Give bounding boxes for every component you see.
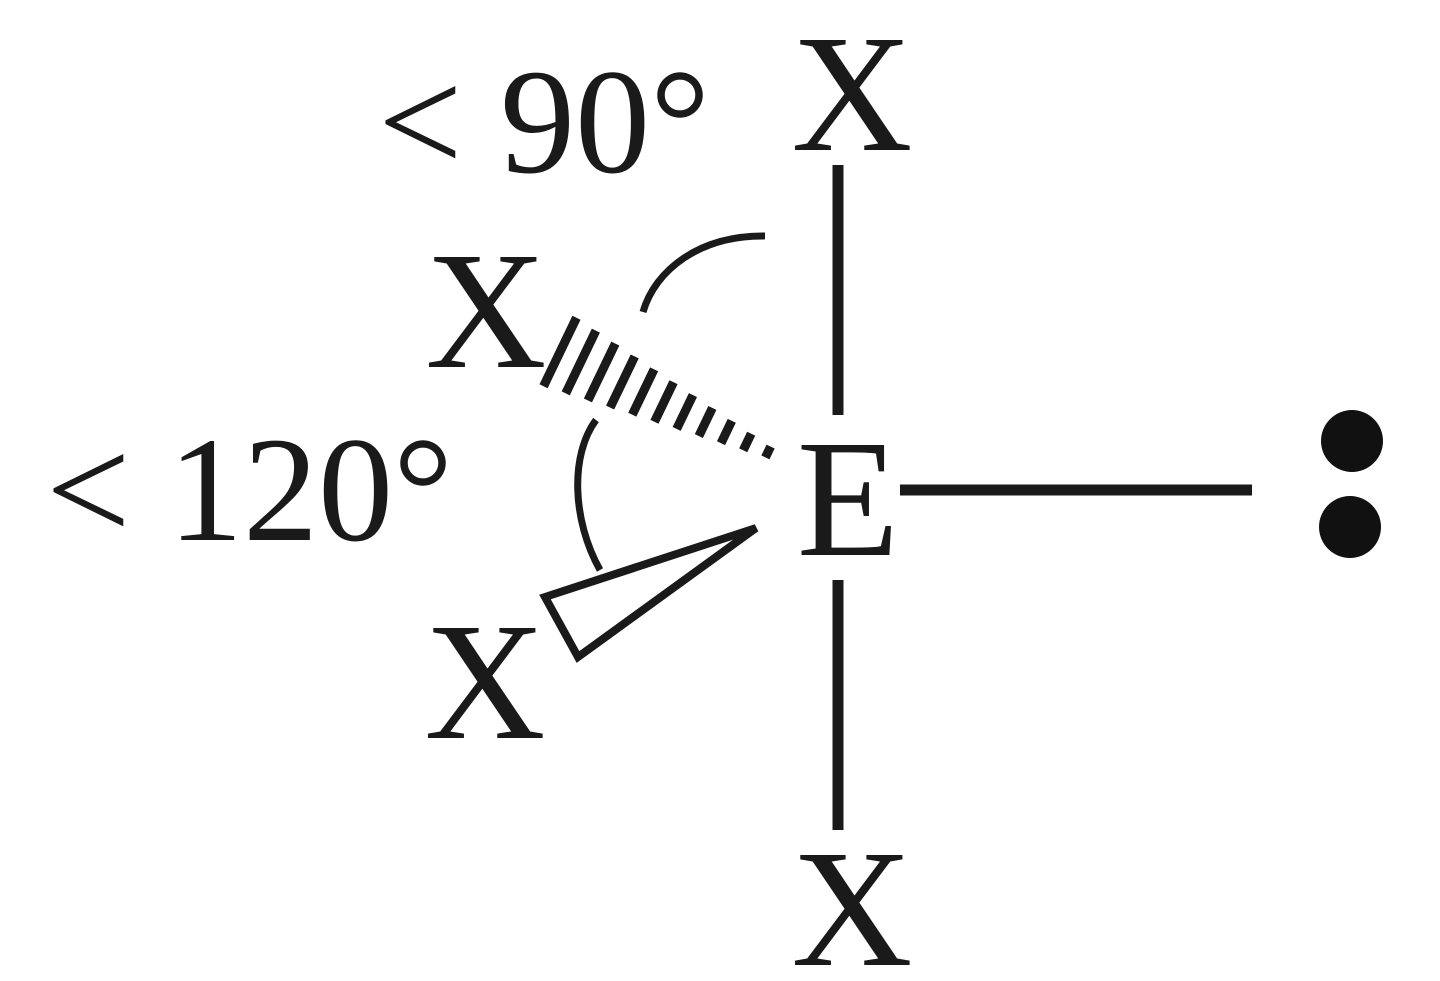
hash-stroke <box>694 405 717 439</box>
hash-stroke <box>739 431 756 453</box>
hash-stroke <box>606 354 639 410</box>
central-atom-label: E <box>797 406 900 592</box>
axial-top-x-label: X <box>791 1 912 187</box>
hash-stroke <box>716 418 736 446</box>
hash-stroke <box>672 393 698 431</box>
hash-stroke <box>539 315 581 389</box>
hash-stroke <box>561 328 600 396</box>
angle-arc-90 <box>639 232 766 314</box>
hash-stroke <box>650 380 678 424</box>
angle-label-90: < 90° <box>378 39 710 205</box>
equatorial-front-x-label: X <box>424 589 545 775</box>
hash-stroke <box>761 444 775 460</box>
angle-label-120: < 120° <box>46 407 453 573</box>
wedge-bond <box>539 524 759 663</box>
hash-stroke <box>628 367 659 417</box>
hash-stroke <box>583 341 620 403</box>
axial-bottom-x-label: X <box>791 816 912 981</box>
equatorial-back-x-label: X <box>425 218 546 404</box>
lone-pair-dots <box>1319 410 1383 558</box>
hashed-wedge-bond <box>539 315 775 460</box>
angle-arc-120 <box>574 417 604 572</box>
